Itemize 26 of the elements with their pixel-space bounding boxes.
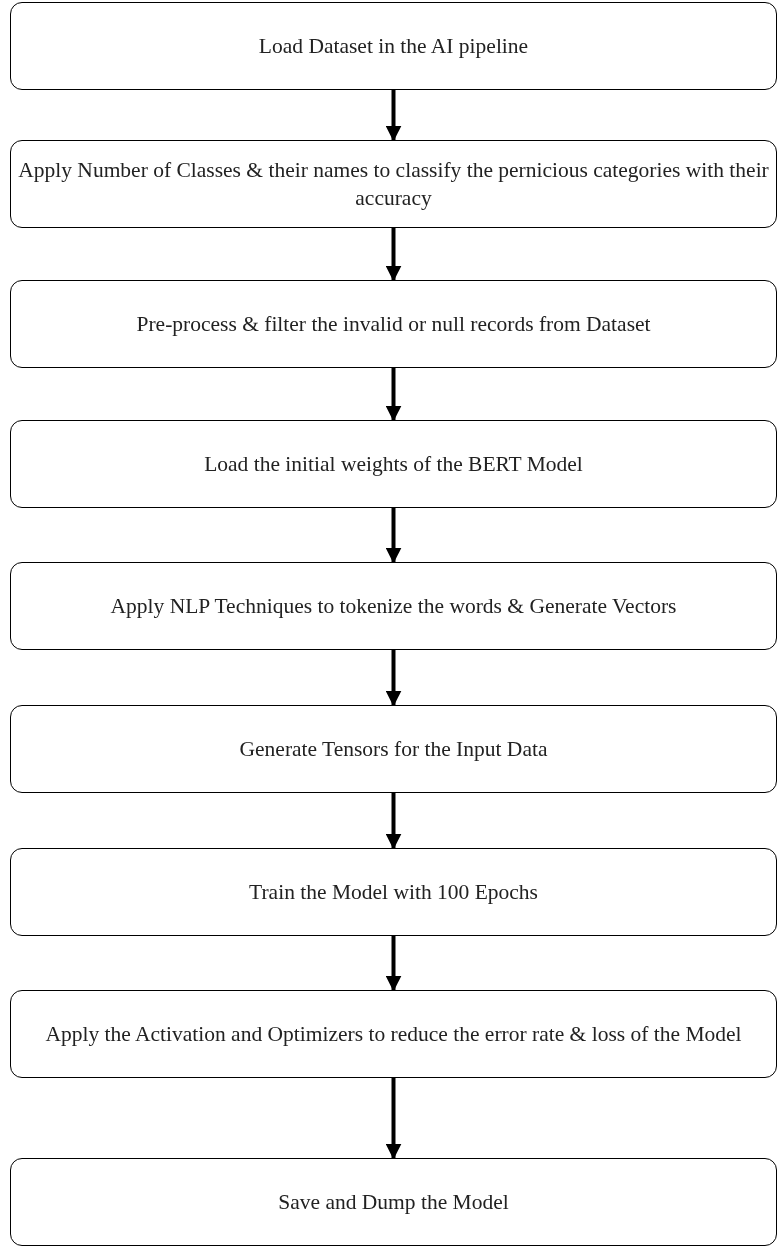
step-text: Train the Model with 100 Epochs (249, 879, 538, 906)
arrow (385, 228, 402, 282)
process-box (10, 990, 777, 1078)
arrow (385, 650, 402, 707)
process-box (10, 1158, 777, 1246)
process-box (10, 280, 777, 368)
process-box (10, 562, 777, 650)
step-text: Apply Number of Classes & their names to classify the pernicious categories with their accuracy (17, 157, 770, 212)
step-text: Pre-process & filter the invalid or null records from Dataset (136, 311, 651, 338)
process-box (10, 140, 777, 228)
step-text: Apply the Activation and Optimizers to reduce the error rate & loss of the Model (45, 1021, 742, 1048)
arrow (385, 368, 402, 422)
arrow (385, 508, 402, 564)
arrow (385, 1078, 402, 1160)
step-text: Load the initial weights of the BERT Model (204, 451, 583, 478)
step-text: Load Dataset in the AI pipeline (258, 33, 529, 60)
step-text: Apply NLP Techniques to tokenize the words & Generate Vectors (110, 593, 677, 620)
arrow (385, 793, 402, 850)
step-text: Generate Tensors for the Input Data (239, 736, 548, 763)
process-box (10, 420, 777, 508)
process-box (10, 705, 777, 793)
arrow (385, 90, 402, 142)
arrow (385, 936, 402, 992)
process-box (10, 2, 777, 90)
process-box (10, 848, 777, 936)
step-text: Save and Dump the Model (278, 1189, 509, 1216)
